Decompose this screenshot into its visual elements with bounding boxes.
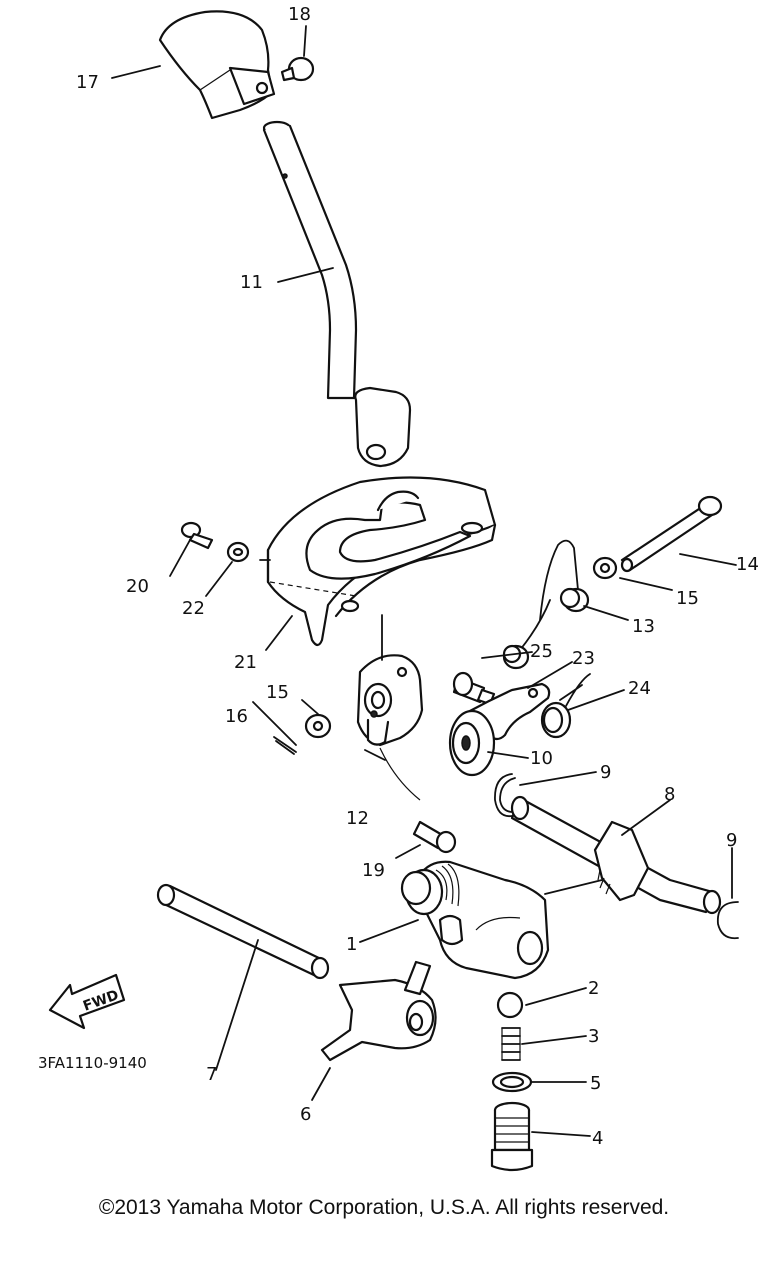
part-5-washer	[491, 1071, 533, 1093]
callout-2: 2	[588, 978, 599, 999]
callout-25: 25	[530, 641, 553, 662]
part-4-plug-bolt	[490, 1101, 534, 1172]
copyright-notice: ©2013 Yamaha Motor Corporation, U.S.A. A…	[98, 1196, 670, 1219]
callout-21: 21	[234, 652, 257, 673]
callout-14: 14	[736, 554, 759, 575]
part-3-spring	[501, 1027, 521, 1061]
callout-15-lower: 15	[266, 682, 289, 703]
part-19-screw	[412, 820, 457, 854]
callout-9-lower: 9	[726, 830, 737, 851]
leader-lines	[111, 25, 737, 1137]
callout-17: 17	[76, 72, 99, 93]
callout-3: 3	[588, 1026, 599, 1047]
part-2-ball	[496, 991, 524, 1019]
part-9-circlip-lower	[716, 901, 739, 940]
part-11-shift-lever	[262, 120, 412, 468]
diagram-code: 3FA1110-9140	[38, 1054, 147, 1072]
callout-11: 11	[240, 272, 263, 293]
callout-18: 18	[288, 4, 311, 25]
callout-24: 24	[628, 678, 651, 699]
callout-16: 16	[225, 706, 248, 727]
callout-numbers: 17 18 11 20 22 21 14 15 13 25 23 24 15 1…	[76, 4, 759, 1149]
callout-23: 23	[572, 648, 595, 669]
part-7-guide-bar	[156, 883, 330, 980]
part-24-torsion-spring	[540, 673, 591, 739]
callout-15-upper: 15	[676, 588, 699, 609]
callout-20: 20	[126, 576, 149, 597]
part-16-cotter-pin	[273, 736, 297, 755]
callout-5: 5	[590, 1073, 601, 1094]
part-15-washer-lower	[304, 713, 332, 739]
fwd-arrow-icon: FWD	[48, 973, 126, 1030]
callout-12: 12	[346, 808, 369, 829]
callout-10: 10	[530, 748, 553, 769]
part-15-washer-upper	[592, 556, 618, 580]
callout-9-upper: 9	[600, 762, 611, 783]
callout-19: 19	[362, 860, 385, 881]
part-18-pin	[280, 56, 315, 82]
part-14-pin	[620, 495, 723, 573]
part-8-shift-shaft	[510, 795, 722, 915]
part-17-shift-knob	[158, 10, 276, 120]
callout-13: 13	[632, 616, 655, 637]
part-1-shift-drum	[400, 860, 550, 980]
callout-6: 6	[300, 1104, 311, 1125]
part-25-screw	[452, 671, 496, 706]
part-12-shift-arm	[356, 614, 424, 801]
callout-4: 4	[592, 1128, 603, 1149]
callout-8: 8	[664, 784, 675, 805]
part-21-shift-guide	[266, 476, 497, 647]
part-20-bolt	[180, 521, 214, 550]
callout-1: 1	[346, 934, 357, 955]
part-22-washer	[226, 541, 250, 563]
part-10-bearing	[448, 709, 496, 777]
part-9-circlip-upper	[494, 773, 516, 818]
part-6-shift-fork	[320, 960, 437, 1062]
callout-7: 7	[206, 1064, 217, 1085]
callout-22: 22	[182, 598, 205, 619]
